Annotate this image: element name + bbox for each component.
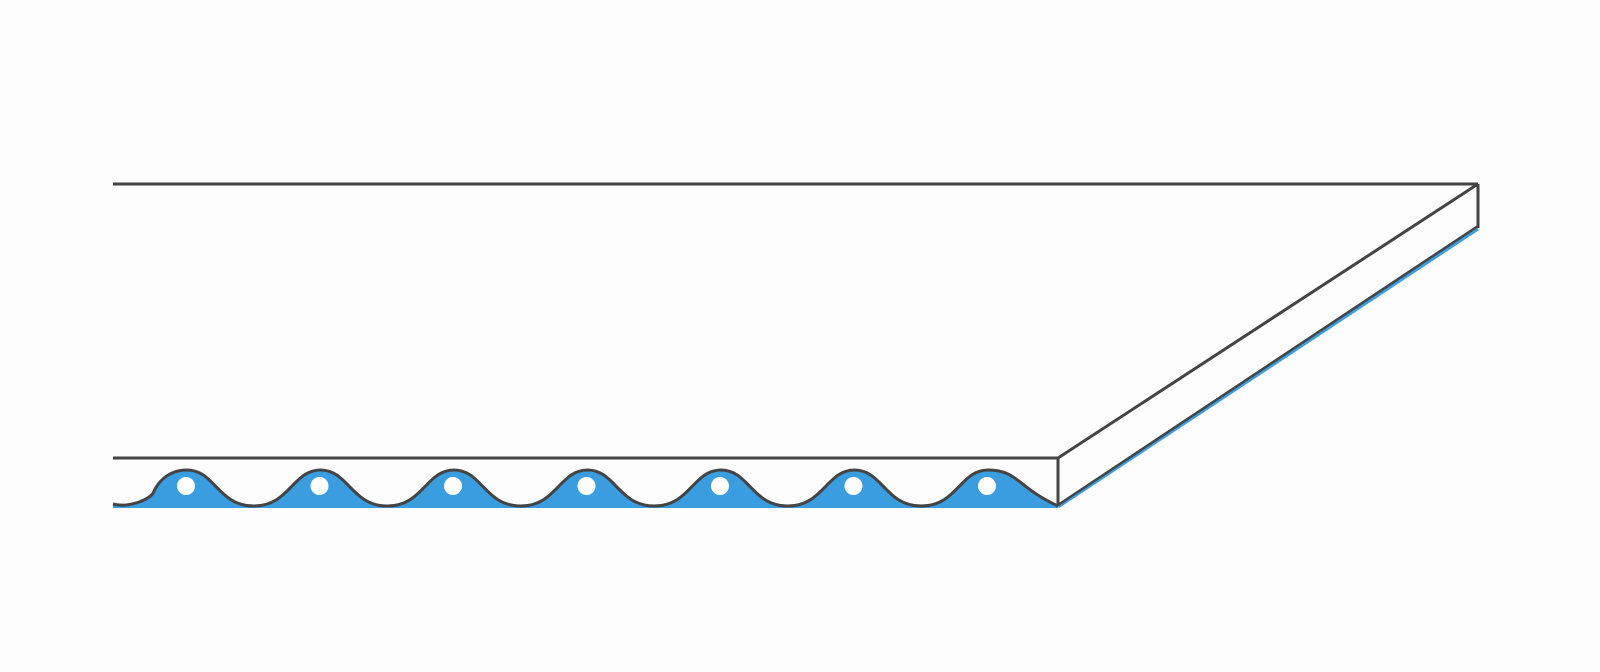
crest-dot [577, 477, 596, 495]
crest-dot [844, 477, 863, 495]
crest-dot [177, 477, 195, 495]
wave-outline [112, 468, 1059, 508]
crest-dot [978, 477, 996, 495]
crest-dot [310, 477, 329, 495]
crest-dot [444, 477, 462, 495]
dots-layer [177, 477, 996, 495]
perspective-bottom-edge [1057, 224, 1479, 507]
outline-layer [112, 182, 1480, 509]
perspective-top-edge [1057, 182, 1479, 460]
crest-dot [711, 477, 729, 495]
perspective-bottom-accent [1057, 227, 1479, 509]
